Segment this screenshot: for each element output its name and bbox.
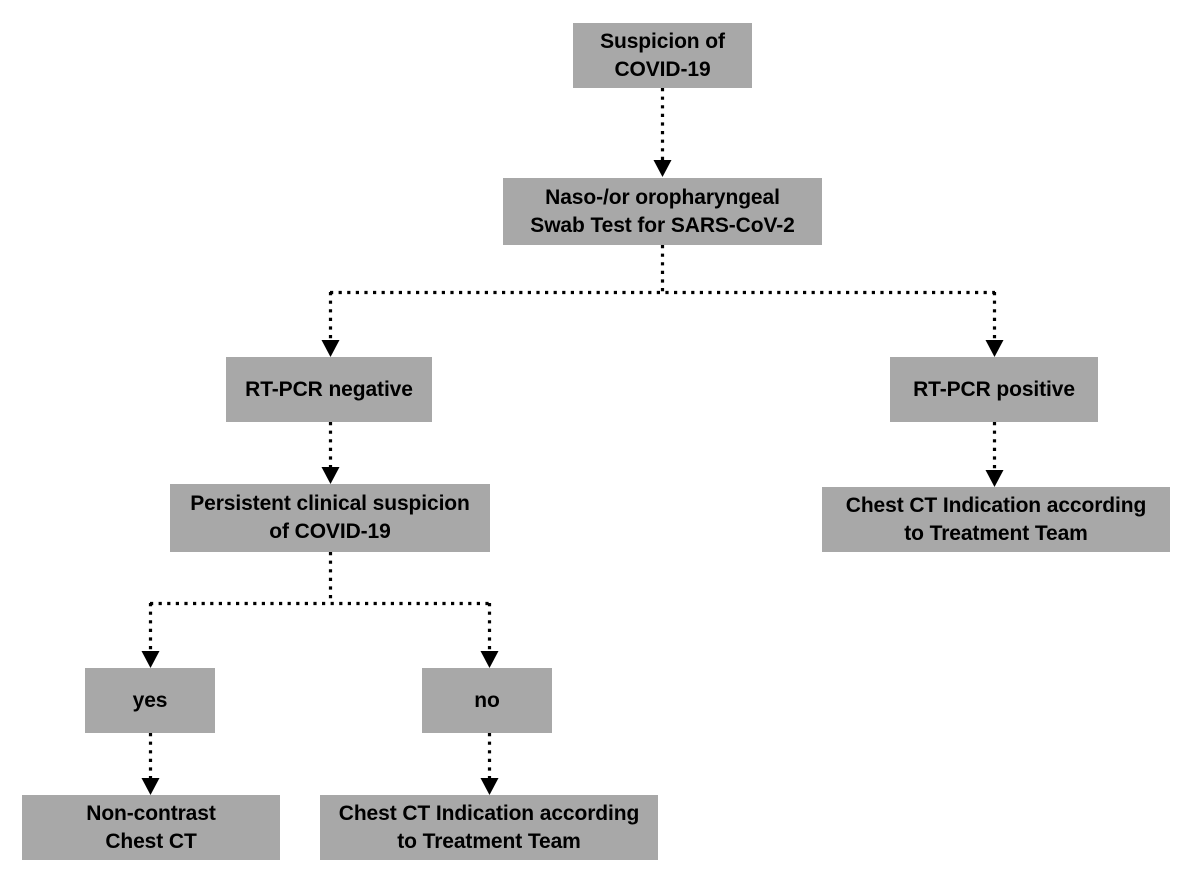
- node-answer-yes[interactable]: yes: [85, 668, 215, 733]
- connector-swab-to-rtpcr-positive: [985, 292, 1004, 357]
- node-rtpcr-positive[interactable]: RT-PCR positive: [890, 357, 1098, 422]
- connector-swab-split-bus: [330, 245, 995, 295]
- node-persistent-suspicion[interactable]: Persistent clinical suspicion of COVID-1…: [170, 484, 490, 552]
- connector-persistent-split-bus: [150, 552, 490, 606]
- node-chest-ct-indication-bottom[interactable]: Chest CT Indication according to Treatme…: [320, 795, 658, 860]
- node-chest-ct-indication-right[interactable]: Chest CT Indication according to Treatme…: [822, 487, 1170, 552]
- connector-persistent-to-yes: [141, 603, 160, 668]
- node-suspicion[interactable]: Suspicion of COVID-19: [573, 23, 752, 88]
- node-answer-no[interactable]: no: [422, 668, 552, 733]
- connector-swab-to-rtpcr-negative: [321, 292, 340, 357]
- connector-positive-to-chest-ct: [985, 422, 1004, 487]
- connector-negative-to-persistent: [321, 422, 340, 484]
- node-rtpcr-negative[interactable]: RT-PCR negative: [226, 357, 432, 422]
- connector-persistent-to-no: [480, 603, 499, 668]
- connector-yes-to-non-contrast: [141, 733, 160, 795]
- connector-no-to-chest-ct: [480, 733, 499, 795]
- connector-suspicion-to-swab: [653, 88, 672, 177]
- node-swab-test[interactable]: Naso-/or oropharyngeal Swab Test for SAR…: [503, 178, 822, 245]
- node-non-contrast-chest-ct[interactable]: Non-contrast Chest CT: [22, 795, 280, 860]
